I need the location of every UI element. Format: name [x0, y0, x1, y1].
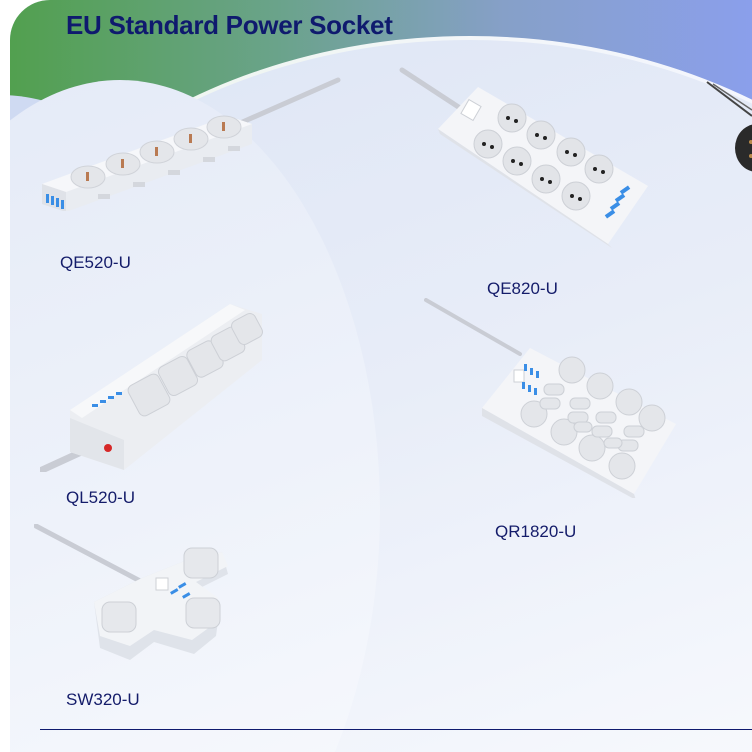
page-title: EU Standard Power Socket: [66, 10, 393, 40]
product-image-partial-right: [705, 80, 752, 190]
product-image-qr1820u: [424, 298, 676, 498]
product-label-ql520u: QL520-U: [66, 488, 135, 507]
product-image-ql520u: [40, 300, 265, 472]
product-label-sw320u: SW320-U: [66, 690, 140, 709]
left-margin: [0, 0, 10, 752]
product-image-sw320u: [34, 524, 234, 664]
product-image-qe820u: [398, 66, 648, 251]
product-label-qe820u: QE820-U: [487, 279, 558, 298]
product-image-qe520u: [38, 76, 343, 211]
footer-divider: [40, 729, 752, 730]
product-label-qe520u: QE520-U: [60, 253, 131, 272]
product-label-qr1820u: QR1820-U: [495, 522, 577, 541]
